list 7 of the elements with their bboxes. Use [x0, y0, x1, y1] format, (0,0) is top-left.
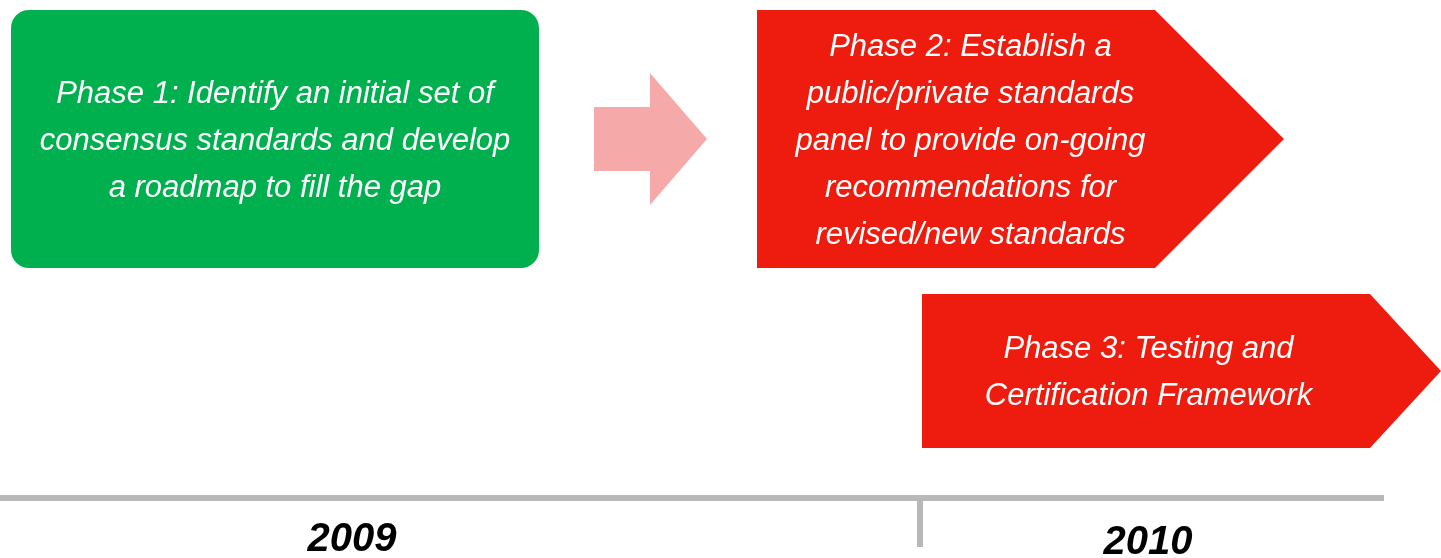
year-label: 2010: [1103, 520, 1193, 558]
phase-text: Phase 2: Establish a public/private standards panel to provide on-going recommendations for revised/new standards: [793, 26, 1147, 253]
block-arrow: [594, 73, 707, 205]
year-label: 2009: [307, 517, 397, 557]
phase-text: Phase 1: Identify an initial set of consensus standards and develop a roadmap to fill the gap: [38, 73, 512, 206]
phase-text: Phase 3: Testing and Certification Framework: [983, 329, 1314, 414]
phase-box: [11, 10, 539, 268]
